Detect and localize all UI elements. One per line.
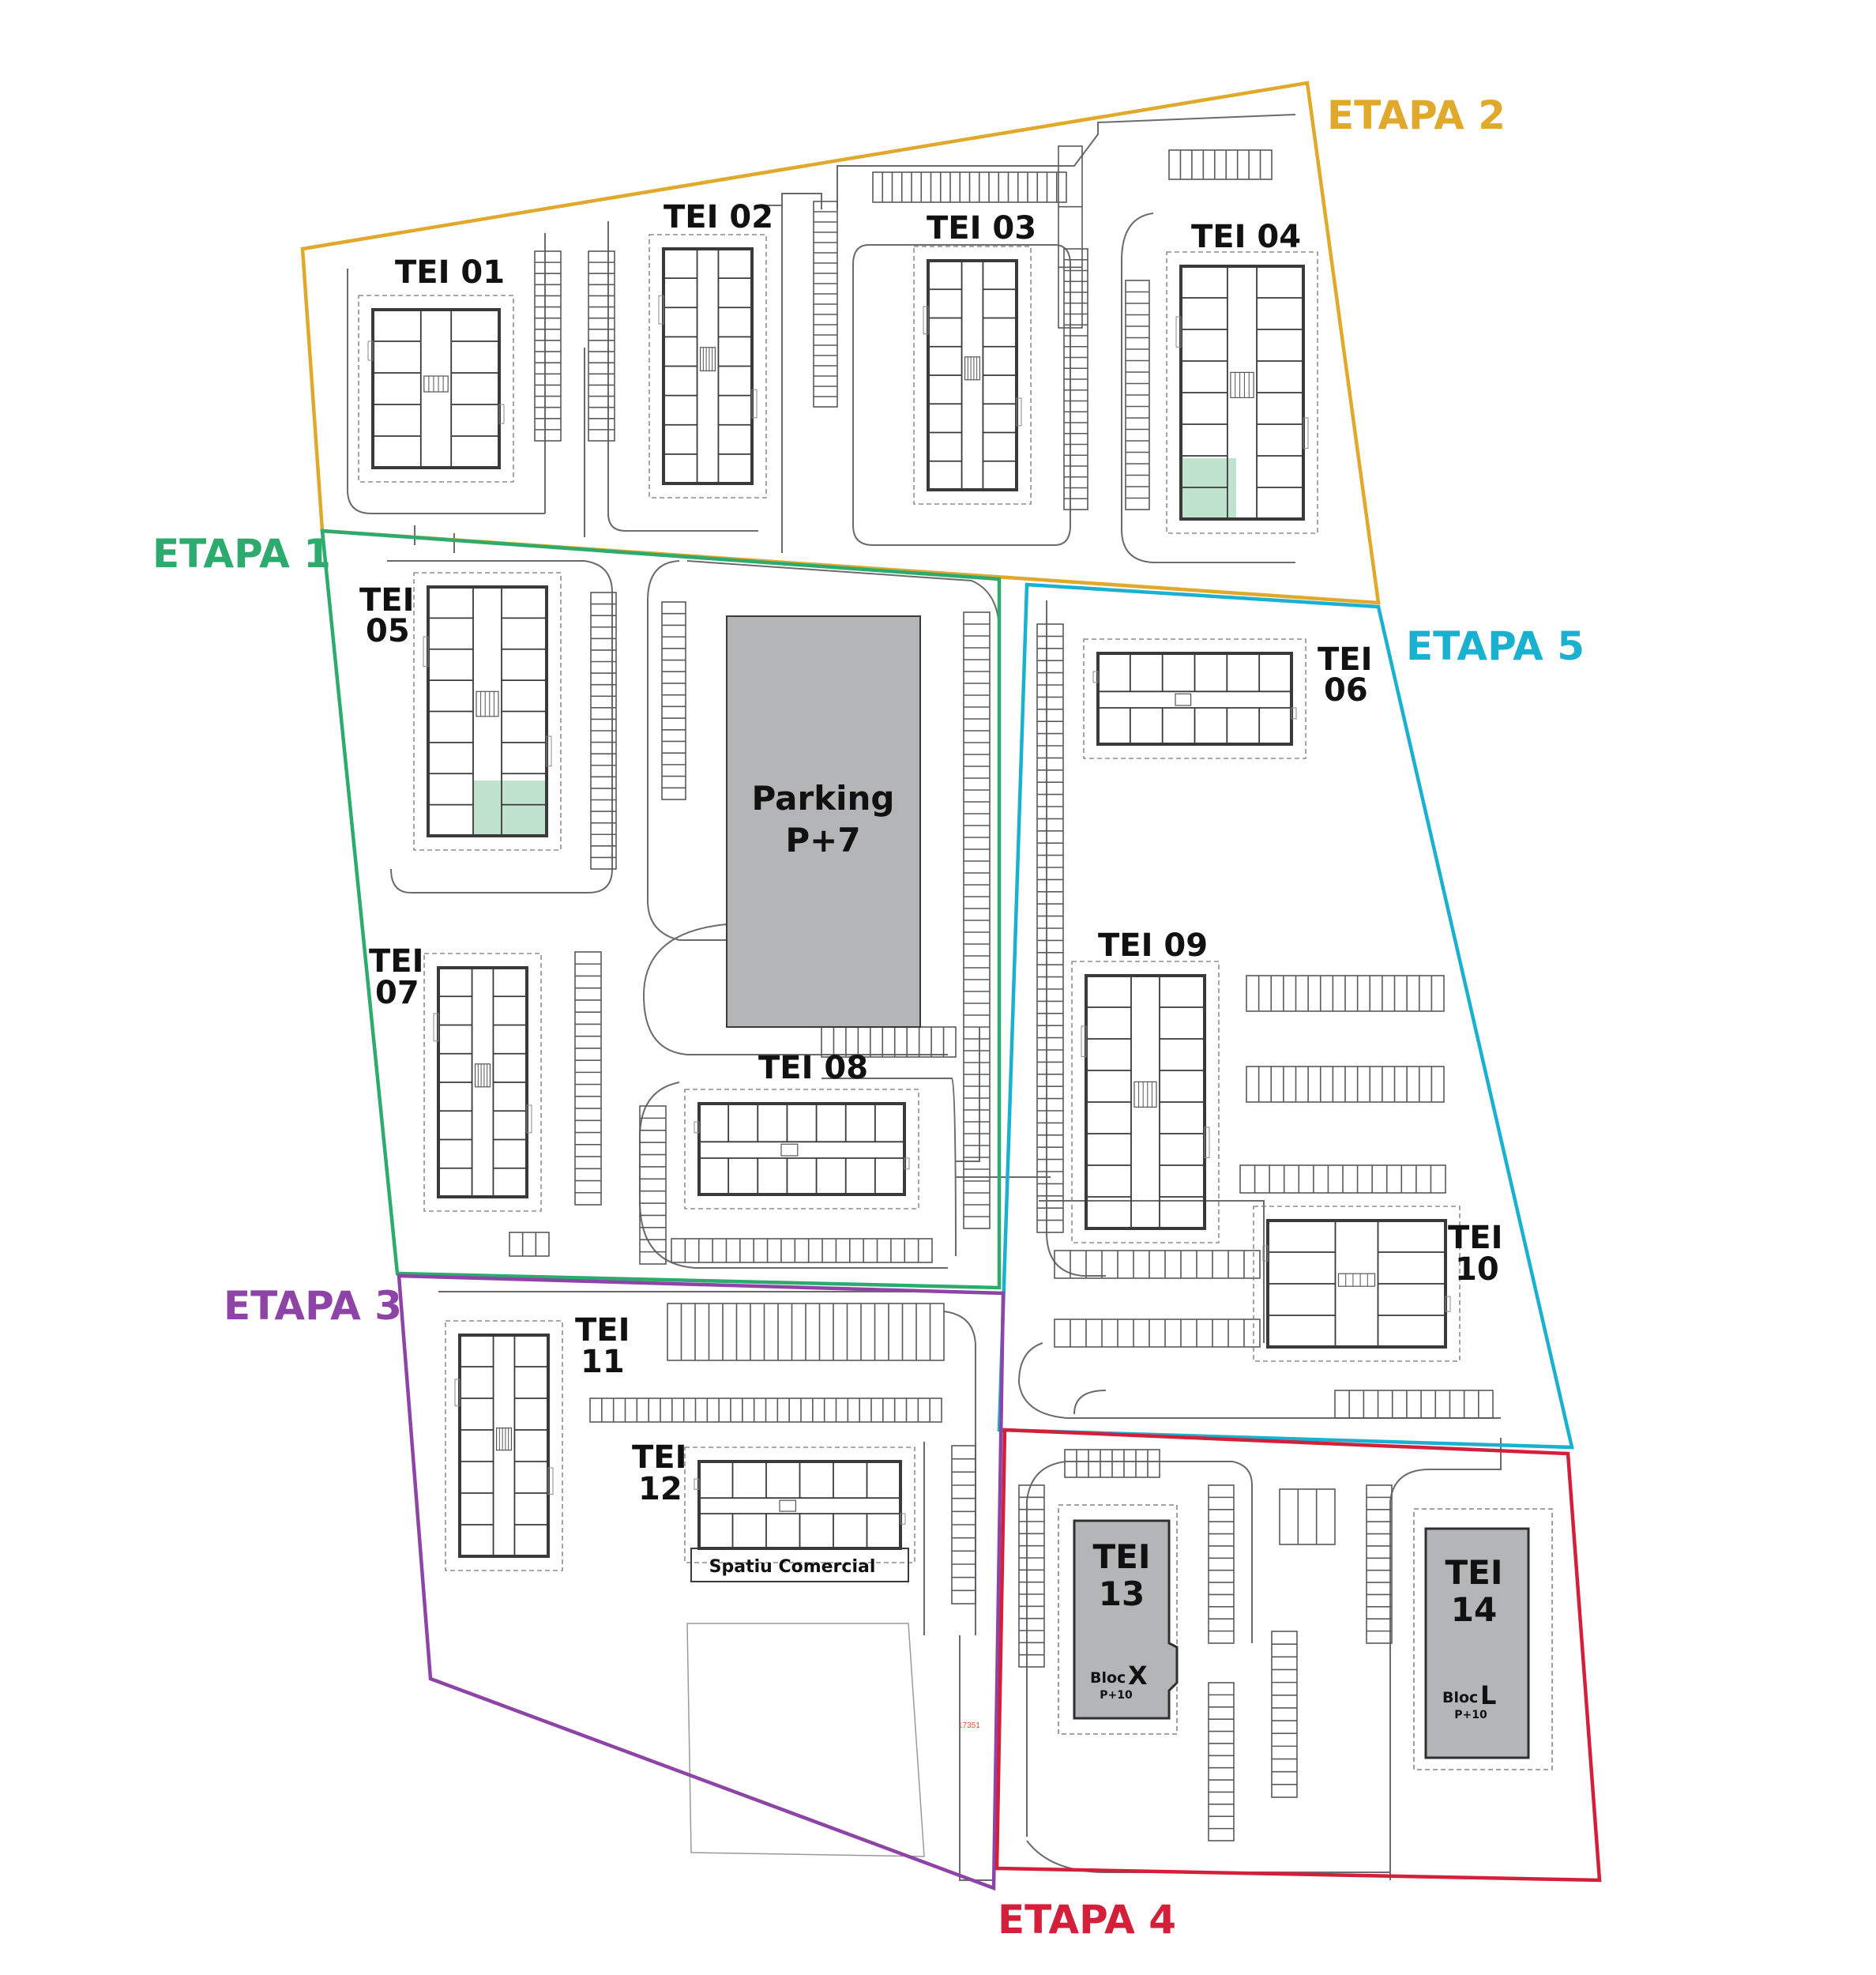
tei13-floors: P+10 — [1100, 1689, 1133, 1702]
tei14-block — [1413, 1508, 1553, 1770]
tei14-bloc-word: Bloc — [1442, 1689, 1478, 1706]
floor-plan — [684, 1089, 919, 1209]
floor-plan — [1253, 1206, 1461, 1362]
parking-label-line1: Parking — [751, 779, 894, 818]
site-roads — [347, 114, 1502, 1881]
survey-note: 17351 — [958, 1721, 980, 1730]
tei10-label-line2: 10 — [1455, 1251, 1499, 1288]
tei06-label-line1: TEI — [1318, 641, 1373, 678]
floor-plan — [913, 246, 1032, 505]
etapa-3-label: ETAPA 3 — [224, 1283, 402, 1329]
floor-plan — [1166, 251, 1318, 534]
floor-plan — [445, 1320, 563, 1571]
parking-stall-rows — [509, 145, 1494, 1841]
tei08-label: TEI 08 — [758, 1050, 868, 1086]
tei13-block — [1058, 1504, 1179, 1735]
tei14-label-line2: 14 — [1451, 1590, 1497, 1629]
floor-plan — [358, 295, 514, 483]
tei10-label-line1: TEI — [1448, 1220, 1503, 1256]
tei11-label-line1: TEI — [575, 1312, 630, 1349]
tei12-label-line1: TEI — [632, 1439, 687, 1476]
tei07-label-line2: 07 — [375, 975, 419, 1011]
tei05-label-line2: 05 — [366, 613, 410, 649]
tei03-label: TEI 03 — [927, 210, 1036, 246]
parking-structure — [726, 615, 921, 1028]
etapa-3-boundary — [397, 1273, 1006, 1891]
tei01-label: TEI 01 — [395, 254, 505, 291]
etapa-2-label: ETAPA 2 — [1327, 92, 1506, 138]
floor-plan — [1071, 961, 1220, 1243]
etapa-1-label: ETAPA 1 — [152, 531, 331, 577]
tei13-bloc-letter: X — [1128, 1661, 1148, 1691]
tei14-label-line1: TEI — [1446, 1553, 1503, 1592]
commercial-space-label: Spatiu Comercial — [709, 1557, 876, 1577]
tei13-label-line2: 13 — [1099, 1574, 1145, 1613]
etapa-5-boundary — [997, 582, 1574, 1450]
tei05-label-line1: TEI — [359, 582, 415, 619]
tei06-label-line2: 06 — [1324, 672, 1368, 709]
tei13-label-line1: TEI — [1093, 1537, 1151, 1576]
floor-plan — [413, 572, 562, 851]
etapa-4-label: ETAPA 4 — [998, 1897, 1176, 1943]
tei14-bloc-letter: L — [1480, 1680, 1496, 1710]
tei04-label: TEI 04 — [1191, 219, 1301, 255]
tei11-label-line2: 11 — [581, 1344, 625, 1380]
etapa-5-label: ETAPA 5 — [1406, 623, 1585, 669]
floor-plan — [423, 953, 542, 1212]
floor-plan — [684, 1446, 915, 1563]
building-floor-plans — [358, 234, 1461, 1582]
commercial-space-outline — [690, 1548, 909, 1582]
etapa-1-boundary — [320, 529, 1002, 1290]
tei14-floors: P+10 — [1454, 1709, 1487, 1721]
tei09-label: TEI 09 — [1098, 927, 1208, 964]
floor-plan — [649, 234, 767, 498]
tei07-label-line1: TEI — [369, 943, 424, 980]
tei13-bloc-word: Bloc — [1090, 1669, 1126, 1687]
etapa-2-boundary — [300, 81, 1381, 605]
tei02-label: TEI 02 — [664, 199, 773, 235]
etapa-4-boundary — [994, 1428, 1602, 1883]
tei12-label-line2: 12 — [638, 1471, 682, 1507]
parking-label-line2: P+7 — [785, 821, 860, 860]
floor-plan — [1083, 638, 1306, 759]
